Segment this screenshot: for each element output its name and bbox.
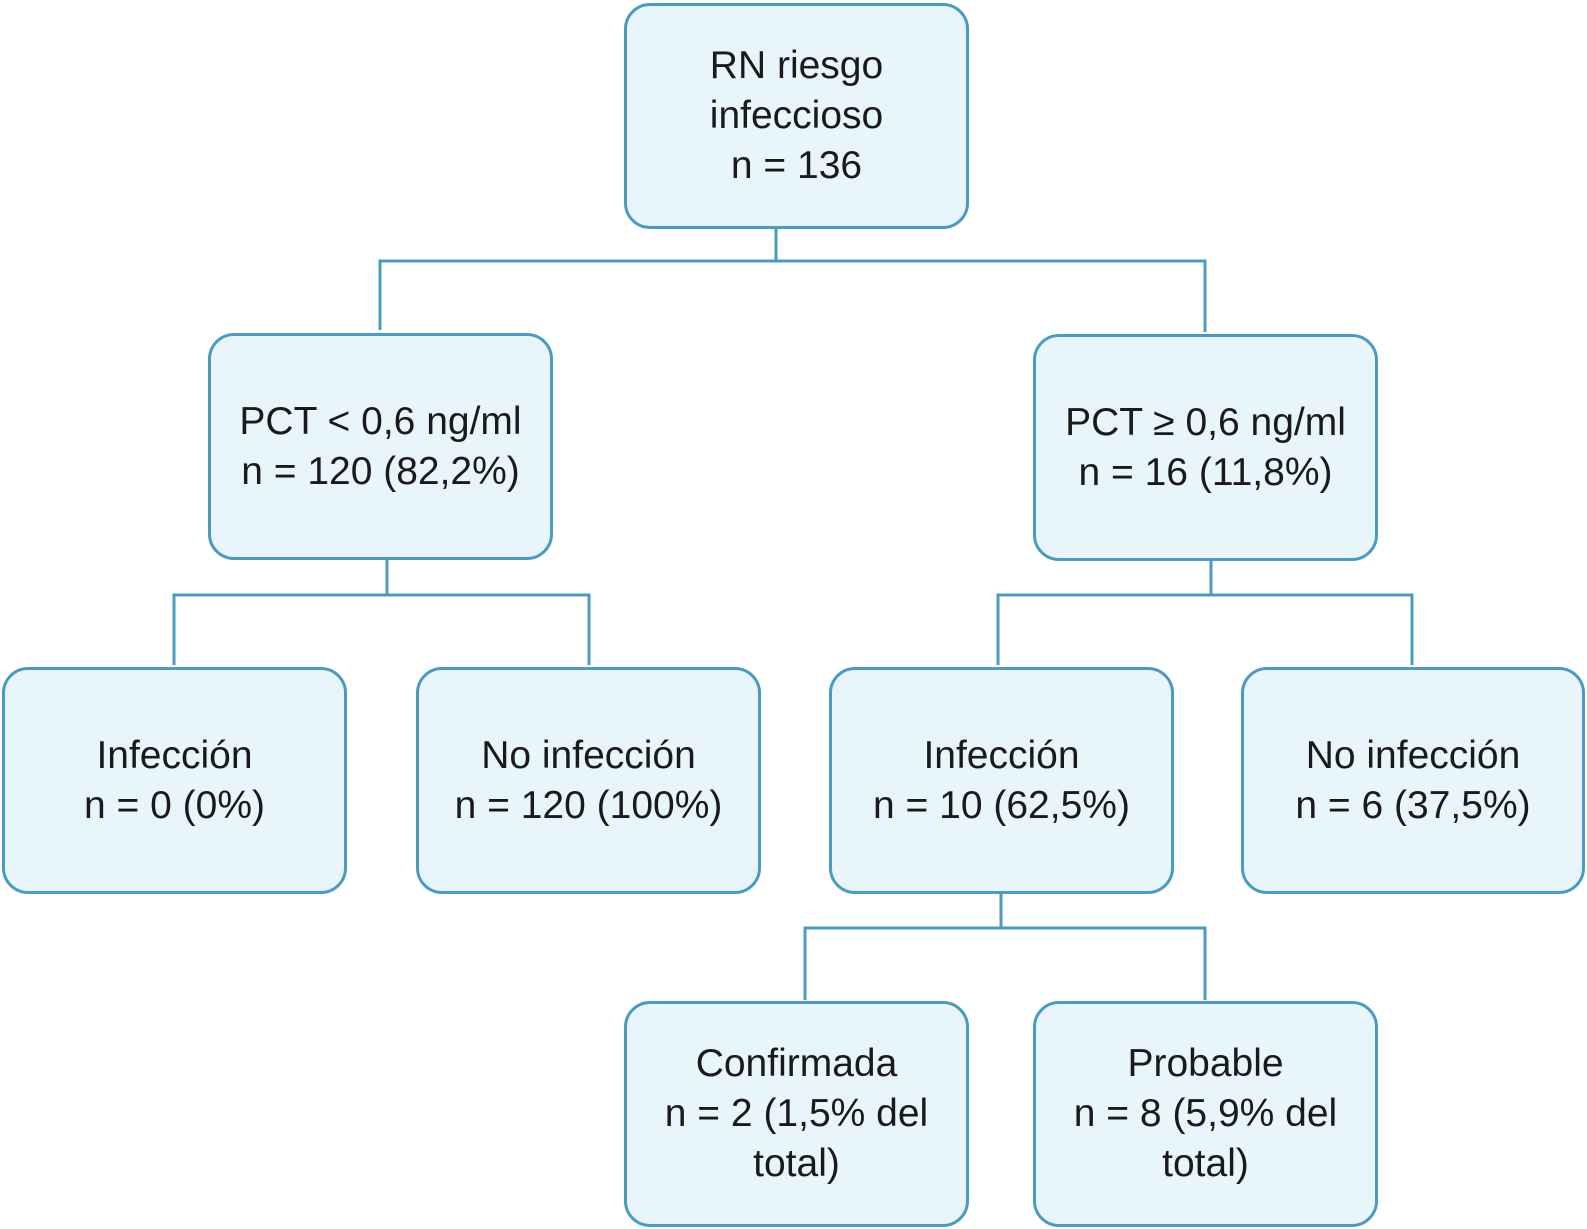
connector-high-infection-to-children bbox=[803, 926, 1207, 1000]
connector-lines bbox=[172, 228, 1414, 1000]
node-probable-line-2: n = 8 (5,9% del bbox=[1073, 1092, 1338, 1135]
node-root-line-3: n = 136 bbox=[730, 144, 863, 187]
node-low-infection-line-2: n = 0 (0%) bbox=[83, 783, 265, 827]
node-low-infection: Infección n = 0 (0%) bbox=[2, 667, 347, 894]
node-probable-line-3: total) bbox=[1162, 1142, 1249, 1185]
connector-root-to-pct-low bbox=[378, 259, 1207, 332]
node-high-infection-line-1: Infección bbox=[923, 733, 1080, 777]
node-low-no-infection-line-2: n = 120 (100%) bbox=[454, 783, 723, 827]
node-high-no-infection: No infección n = 6 (37,5%) bbox=[1241, 667, 1585, 894]
node-high-no-infection-line-2: n = 6 (37,5%) bbox=[1295, 783, 1531, 827]
node-pct-high-line-2: n = 16 (11,8%) bbox=[1078, 450, 1333, 494]
node-confirmed-line-2: n = 2 (1,5% del bbox=[664, 1092, 929, 1135]
node-low-no-infection: No infección n = 120 (100%) bbox=[416, 667, 761, 894]
connector-pct-high-to-children bbox=[996, 593, 1414, 665]
node-pct-low-line-1: PCT < 0,6 ng/ml bbox=[239, 399, 522, 443]
node-pct-low-line-2: n = 120 (82,2%) bbox=[241, 449, 520, 493]
node-confirmed: Confirmada n = 2 (1,5% del total) bbox=[624, 1001, 969, 1227]
node-low-no-infection-line-1: No infección bbox=[481, 733, 696, 777]
node-root-line-2: infeccioso bbox=[709, 94, 884, 137]
node-probable: Probable n = 8 (5,9% del total) bbox=[1033, 1001, 1378, 1227]
node-low-infection-line-1: Infección bbox=[96, 733, 253, 777]
node-confirmed-line-3: total) bbox=[753, 1142, 840, 1185]
node-high-infection-line-2: n = 10 (62,5%) bbox=[873, 783, 1130, 827]
node-pct-low: PCT < 0,6 ng/ml n = 120 (82,2%) bbox=[208, 333, 553, 560]
node-pct-high-line-1: PCT ≥ 0,6 ng/ml bbox=[1065, 400, 1346, 444]
node-probable-line-1: Probable bbox=[1127, 1042, 1284, 1085]
node-pct-high: PCT ≥ 0,6 ng/ml n = 16 (11,8%) bbox=[1033, 334, 1378, 561]
connector-pct-low-to-children bbox=[172, 593, 591, 665]
node-high-infection: Infección n = 10 (62,5%) bbox=[829, 667, 1174, 894]
node-root: RN riesgo infeccioso n = 136 bbox=[624, 3, 969, 229]
node-root-line-1: RN riesgo bbox=[709, 44, 884, 87]
node-high-no-infection-line-1: No infección bbox=[1305, 733, 1521, 777]
node-confirmed-line-1: Confirmada bbox=[695, 1042, 898, 1085]
